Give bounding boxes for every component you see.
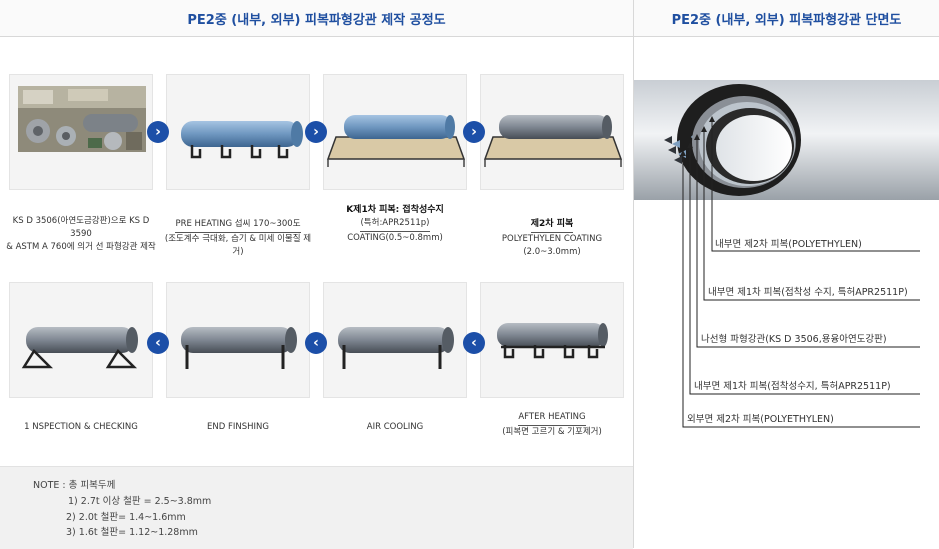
pipe-in-tank-1 bbox=[326, 115, 466, 167]
caption-step-2: PRE HEATING 섭씨 170~300도 (조도계수 극대화, 습기 & … bbox=[164, 219, 312, 257]
pipe-on-heating-stand bbox=[497, 323, 608, 359]
layer-label-outer-pe: 외부면 제2차 피복(POLYETHYLEN) bbox=[687, 414, 834, 425]
caption-step-1: KS D 3506(아연도금강판)으로 KS D 3590 & ASTM A 7… bbox=[6, 216, 156, 252]
next-arrow-icon: › bbox=[305, 121, 327, 143]
caption-inspection: 1 NSPECTION & CHECKING bbox=[24, 422, 138, 432]
pipe-cross-section-diagram bbox=[634, 80, 939, 200]
caption-end-finishing: END FINSHING bbox=[207, 422, 269, 432]
caption-after-heating: AFTER HEATING (피복면 고르기 & 기포제거) bbox=[502, 412, 602, 437]
next-arrow-icon: › bbox=[147, 121, 169, 143]
step-after-heating-image bbox=[480, 282, 624, 398]
previous-arrow-icon: ‹ bbox=[463, 332, 485, 354]
pipe-in-tank-2 bbox=[483, 115, 623, 167]
step-air-cooling-image bbox=[323, 282, 467, 398]
process-title: PE2중 (내부, 외부) 피복파형강관 제작 공정도 bbox=[0, 0, 633, 37]
note-item: 2) 2.0t 철판= 1.4~1.6mm bbox=[66, 512, 186, 523]
step-end-finishing-image bbox=[166, 282, 310, 398]
layer-label-steel: 나선형 파형강관(KS D 3506,용융아연도강판) bbox=[701, 334, 887, 345]
layer-label-inner-pe: 내부면 제2차 피복(POLYETHYLEN) bbox=[715, 239, 862, 250]
process-panel: PE2중 (내부, 외부) 피복파형강관 제작 공정도 bbox=[0, 0, 634, 548]
previous-arrow-icon: ‹ bbox=[147, 332, 169, 354]
factory-photo bbox=[18, 86, 146, 152]
caption-step-3: K제1차 피복: 접착성수지 (특허:APR2511p) COATING(0.5… bbox=[346, 205, 444, 243]
note-item: 1) 2.7t 이상 철판 = 2.5~3.8mm bbox=[68, 496, 212, 507]
blue-pipe-on-stand bbox=[181, 121, 303, 159]
layer-leader-lines bbox=[680, 116, 920, 428]
pipe-on-triangle-stands bbox=[21, 327, 138, 369]
cross-section-title: PE2중 (내부, 외부) 피복파형강관 단면도 bbox=[634, 0, 939, 37]
note-heading: NOTE : 총 피복두께 bbox=[33, 480, 116, 491]
next-arrow-icon: › bbox=[463, 121, 485, 143]
note-item: 3) 1.6t 철판= 1.12~1.28mm bbox=[66, 527, 198, 538]
step-second-coating-image bbox=[480, 74, 624, 190]
layer-label-inner-adhesive: 내부면 제1차 피복(접착성 수지, 특허APR2511P) bbox=[708, 287, 908, 298]
step-first-coating-image bbox=[323, 74, 467, 190]
layer-label-outer-adhesive: 내부면 제1차 피복(접착성수지, 특허APR2511P) bbox=[694, 381, 891, 392]
cross-section-panel: PE2중 (내부, 외부) 피복파형강관 단면도 bbox=[634, 0, 939, 548]
pipe-on-bars bbox=[181, 327, 297, 369]
coating-thickness-note: NOTE : 총 피복두께 1) 2.7t 이상 철판 = 2.5~3.8mm … bbox=[0, 466, 633, 549]
step-inspection-image bbox=[9, 282, 153, 398]
caption-air-cooling: AIR COOLING bbox=[366, 422, 424, 432]
step-preheating-image bbox=[166, 74, 310, 190]
previous-arrow-icon: ‹ bbox=[305, 332, 327, 354]
caption-step-4: 제2차 피복 POLYETHYLEN COATING (2.0~3.0mm) bbox=[501, 219, 603, 257]
pipe-cooling bbox=[338, 327, 454, 369]
step-photo-factory bbox=[9, 74, 153, 190]
